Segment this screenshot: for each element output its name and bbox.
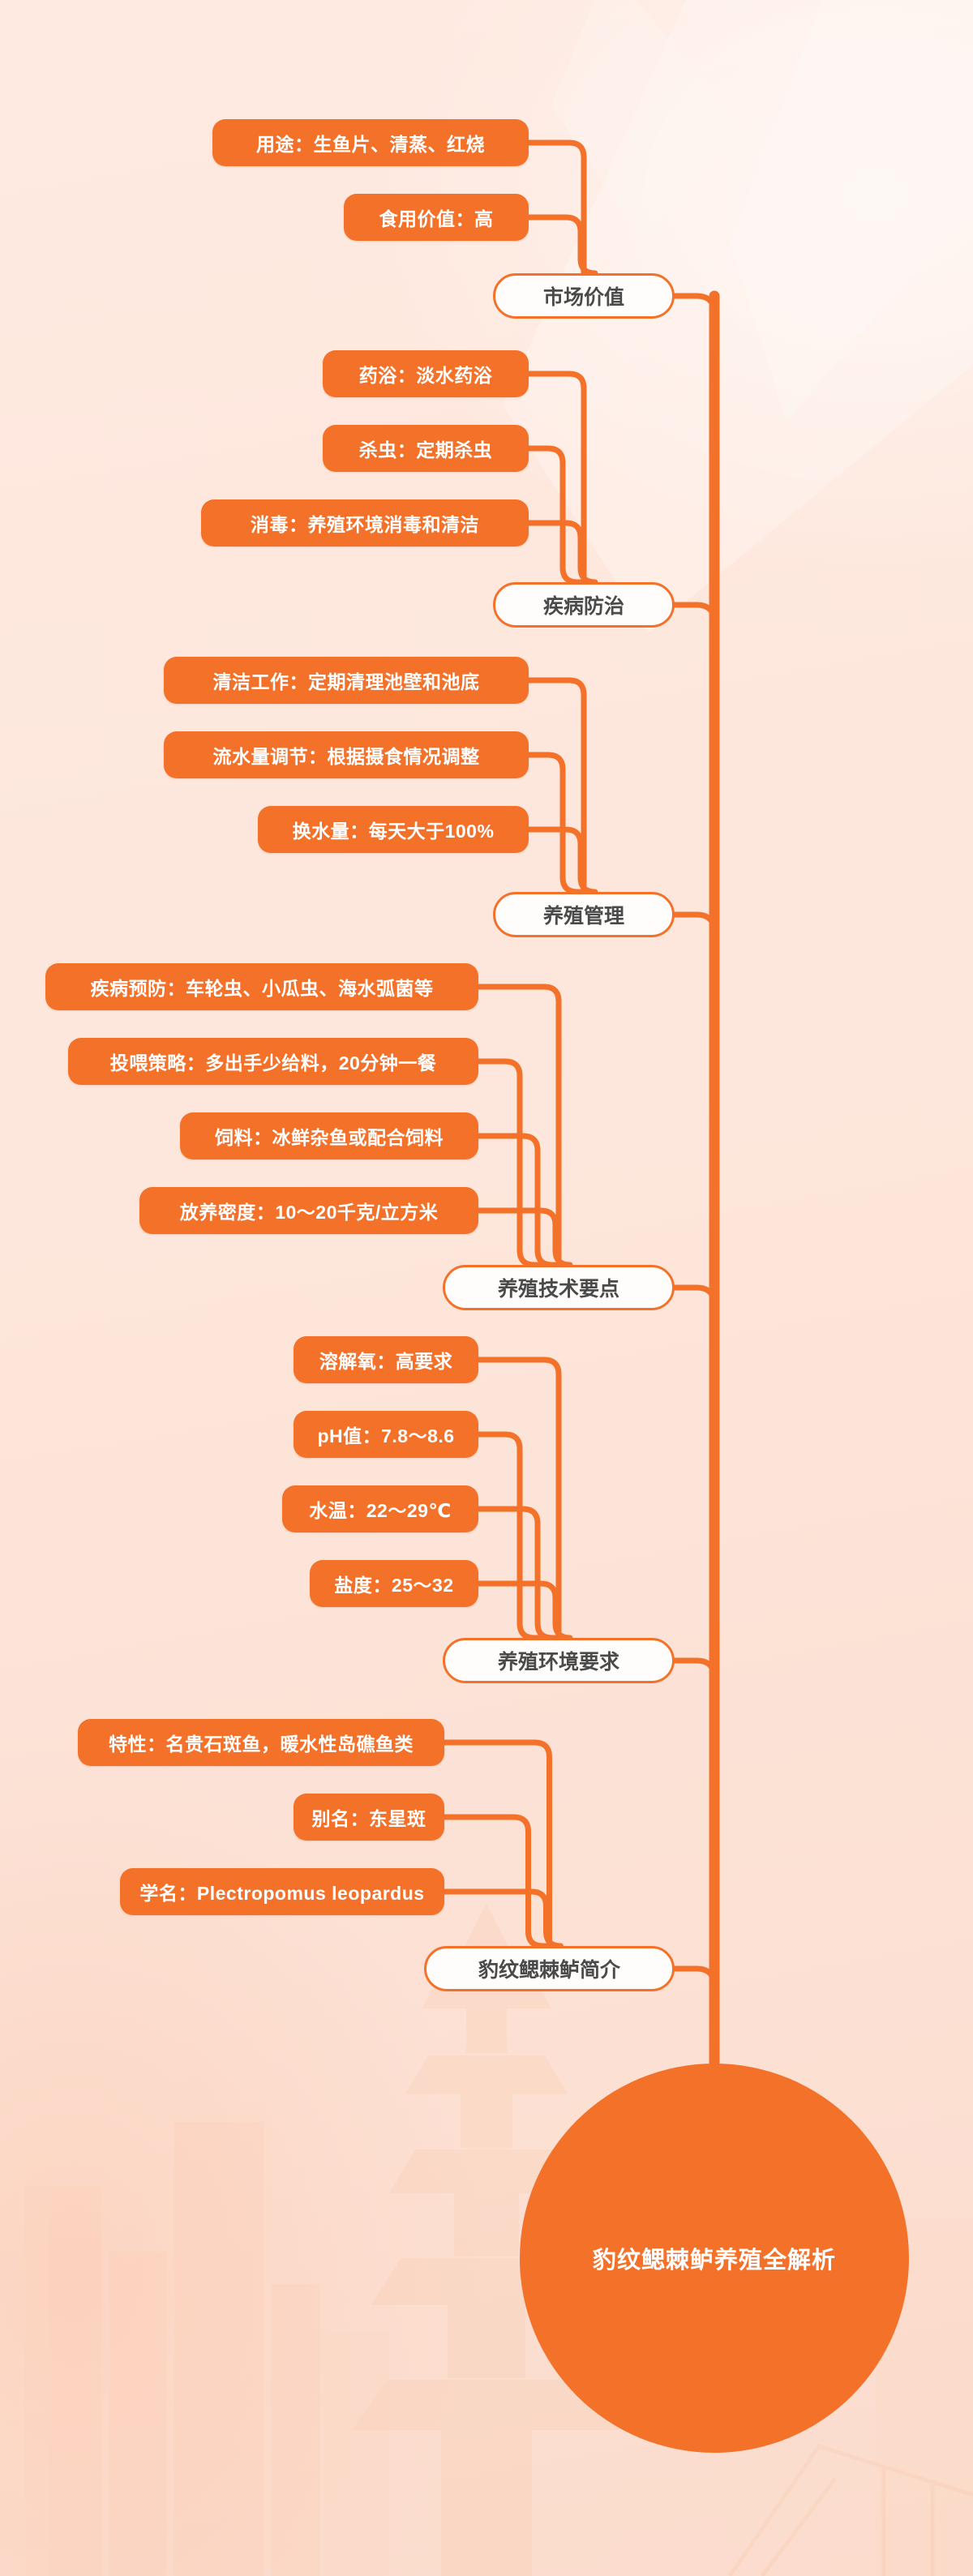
branch-node-disease-control[interactable]: 疾病防治 [493, 582, 675, 628]
leaf-connector [475, 1580, 573, 1641]
leaf-connector [475, 1431, 562, 1641]
leaf-node[interactable]: 水温：22～29℃ [282, 1485, 478, 1532]
branch-node-market-value[interactable]: 市场价值 [493, 273, 675, 319]
leaf-node-label: 水温：22～29℃ [309, 1500, 452, 1521]
leaf-connector [525, 677, 587, 698]
branch-node-environment-requirements[interactable]: 养殖环境要求 [443, 1638, 675, 1683]
leaf-node[interactable]: pH值：7.8～8.6 [294, 1411, 478, 1458]
root-node[interactable]: 豹纹鳃棘鲈养殖全解析 [520, 2064, 909, 2453]
branch-trunk-connector-market-value [671, 293, 718, 322]
leaf-connector [475, 1506, 562, 1641]
leaf-connector [525, 214, 598, 276]
branch-node-label: 疾病防治 [542, 595, 624, 618]
leaf-node[interactable]: 流水量调节：根据摄食情况调整 [164, 731, 529, 778]
leaf-connector [525, 752, 587, 895]
leaf-node-label: 别名：东星斑 [311, 1808, 426, 1829]
leaf-node-label: 特性：名贵石斑鱼，暖水性岛礁鱼类 [109, 1734, 414, 1755]
leaf-node-label: 流水量调节：根据摄食情况调整 [212, 746, 480, 767]
branch-node-species-intro[interactable]: 豹纹鳃棘鲈简介 [424, 1946, 675, 1991]
leaf-node[interactable]: 换水量：每天大于100% [258, 806, 529, 853]
leaf-node-label: 溶解氧：高要求 [319, 1351, 453, 1372]
leaf-connector [525, 445, 587, 585]
leaf-connector [475, 984, 562, 1005]
leaf-connector [441, 1814, 552, 1949]
branch-node-farming-management[interactable]: 养殖管理 [493, 892, 675, 937]
branch-trunk-connector-farming-management [671, 911, 718, 941]
leaf-node[interactable]: 药浴：淡水药浴 [323, 350, 529, 397]
branch-node-farming-techniques[interactable]: 养殖技术要点 [443, 1265, 675, 1310]
leaf-node[interactable]: 溶解氧：高要求 [294, 1336, 478, 1383]
branch-trunk-connector-disease-control [671, 602, 718, 631]
branch-trunk-connector-environment-requirements [671, 1657, 718, 1687]
leaf-connector [525, 520, 598, 585]
leaf-connector [475, 1207, 573, 1268]
leaf-node[interactable]: 别名：东星斑 [294, 1794, 444, 1841]
leaf-node-label: 饲料：冰鲜杂鱼或配合饲料 [215, 1127, 444, 1148]
leaf-node-label: 清洁工作：定期清理池壁和池底 [212, 671, 480, 692]
root-node-label: 豹纹鳃棘鲈养殖全解析 [592, 2248, 836, 2274]
branch-node-label: 养殖环境要求 [497, 1651, 619, 1674]
leaf-node-label: 放养密度：10～20千克/立方米 [179, 1202, 439, 1223]
leaf-connector [475, 1357, 562, 1378]
branch-node-label: 市场价值 [542, 286, 624, 309]
leaf-connector [475, 1133, 562, 1268]
leaf-node[interactable]: 放养密度：10～20千克/立方米 [139, 1187, 478, 1234]
leaf-node-label: 换水量：每天大于100% [292, 821, 495, 842]
leaf-node[interactable]: 清洁工作：定期清理池壁和池底 [164, 657, 529, 704]
leaf-node[interactable]: 盐度：25～32 [310, 1560, 478, 1607]
leaf-connector [475, 1058, 562, 1268]
leaf-node-label: 投喂策略：多出手少给料，20分钟一餐 [109, 1052, 437, 1074]
leaf-node-label: 消毒：养殖环境消毒和清洁 [251, 514, 479, 535]
leaf-node-label: 盐度：25～32 [334, 1575, 454, 1596]
leaf-node[interactable]: 学名：Plectropomus leopardus [120, 1868, 444, 1915]
leaf-node[interactable]: 饲料：冰鲜杂鱼或配合饲料 [180, 1112, 478, 1159]
leaf-node[interactable]: 特性：名贵石斑鱼，暖水性岛礁鱼类 [78, 1719, 444, 1766]
leaf-node-label: pH值：7.8～8.6 [317, 1425, 455, 1447]
leaf-node[interactable]: 疾病预防：车轮虫、小瓜虫、海水弧菌等 [45, 963, 478, 1010]
leaf-connector [525, 139, 587, 161]
branch-trunk-connector-species-intro [671, 1965, 718, 1995]
leaf-node-label: 食用价值：高 [379, 208, 494, 229]
leaf-node-label: 药浴：淡水药浴 [358, 365, 493, 386]
branch-node-label: 养殖技术要点 [497, 1278, 619, 1301]
leaf-node[interactable]: 食用价值：高 [344, 194, 529, 241]
leaf-node[interactable]: 投喂策略：多出手少给料，20分钟一餐 [68, 1038, 478, 1085]
branch-node-label: 养殖管理 [542, 905, 624, 928]
leaf-node[interactable]: 杀虫：定期杀虫 [323, 425, 529, 472]
leaf-node-label: 用途：生鱼片、清蒸、红烧 [256, 134, 485, 155]
branch-node-label: 豹纹鳃棘鲈简介 [478, 1959, 620, 1982]
leaf-node-label: 学名：Plectropomus leopardus [139, 1883, 425, 1904]
leaf-node[interactable]: 用途：生鱼片、清蒸、红烧 [212, 119, 529, 166]
leaf-connector [441, 1888, 564, 1949]
leaf-connector [525, 371, 587, 392]
leaf-node-label: 杀虫：定期杀虫 [358, 439, 493, 461]
leaf-connector [525, 826, 598, 895]
leaf-node[interactable]: 消毒：养殖环境消毒和清洁 [201, 499, 529, 546]
branch-trunk-connector-farming-techniques [671, 1284, 718, 1314]
leaf-node-label: 疾病预防：车轮虫、小瓜虫、海水弧菌等 [90, 978, 434, 999]
leaf-connector [441, 1739, 552, 1760]
